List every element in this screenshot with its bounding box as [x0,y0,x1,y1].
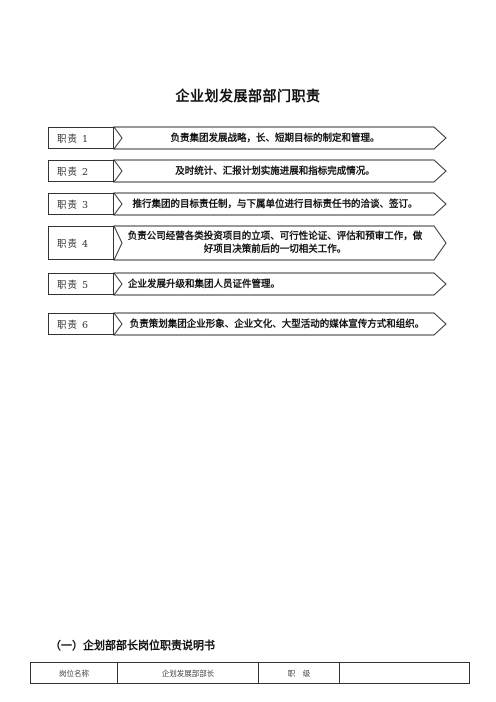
arrow-shape: 企业发展升级和集团人员证件管理。 [113,272,447,296]
duty-row-2: 职责 2 及时统计、汇报计划实施进展和指标完成情况。 [48,159,447,183]
duty-row-6: 职责 6 负责策划集团企业形象、企业文化、大型活动的媒体宣传方式和组织。 [48,312,447,336]
section-title: （一）企划部部长岗位职责说明书 [50,639,215,652]
grade-header: 职 级 [258,662,340,684]
grade-value [339,662,470,684]
arrow-shape: 负责公司经营各类投资项目的立项、可行性论证、评估和预审工作，做好项目决策前后的一… [113,225,447,261]
duty-label: 职责 2 [48,160,114,182]
duty-row-1: 职责 1 负责集团发展战略，长、短期目标的制定和管理。 [48,126,447,150]
duty-label: 职责 3 [48,193,114,215]
duty-row-4: 职责 4 负责公司经营各类投资项目的立项、可行性论证、评估和预审工作，做好项目决… [48,225,447,261]
duty-label: 职责 5 [48,273,114,295]
arrow-shape: 负责策划集团企业形象、企业文化、大型活动的媒体宣传方式和组织。 [113,312,447,336]
duty-label: 职责 6 [48,313,114,335]
duty-label: 职责 4 [48,226,114,260]
duty-label: 职责 1 [48,127,114,149]
arrow-shape: 推行集团的目标责任制，与下属单位进行目标责任书的洽谈、签订。 [113,192,447,216]
duty-row-3: 职责 3 推行集团的目标责任制，与下属单位进行目标责任书的洽谈、签订。 [48,192,447,216]
post-info-table: 岗位名称 企划发展部部长 职 级 [30,662,470,684]
duty-text: 企业发展升级和集团人员证件管理。 [128,278,281,290]
duty-text: 负责公司经营各类投资项目的立项、可行性论证、评估和预审工作，做好项目决策前后的一… [127,231,423,255]
duty-text: 负责集团发展战略，长、短期目标的制定和管理。 [170,132,380,144]
arrow-shape: 及时统计、汇报计划实施进展和指标完成情况。 [113,159,447,183]
post-name-header: 岗位名称 [30,662,118,684]
duty-text: 推行集团的目标责任制，与下属单位进行目标责任书的洽谈、签订。 [132,198,418,210]
duty-row-5: 职责 5 企业发展升级和集团人员证件管理。 [48,272,447,296]
page-title: 企业划发展部部门职责 [175,89,321,105]
duty-text: 及时统计、汇报计划实施进展和指标完成情况。 [175,165,375,177]
table-row: 岗位名称 企划发展部部长 职 级 [30,662,470,684]
arrow-shape: 负责集团发展战略，长、短期目标的制定和管理。 [113,126,447,150]
post-name-value: 企划发展部部长 [117,662,259,684]
duty-text: 负责策划集团企业形象、企业文化、大型活动的媒体宣传方式和组织。 [129,318,425,330]
